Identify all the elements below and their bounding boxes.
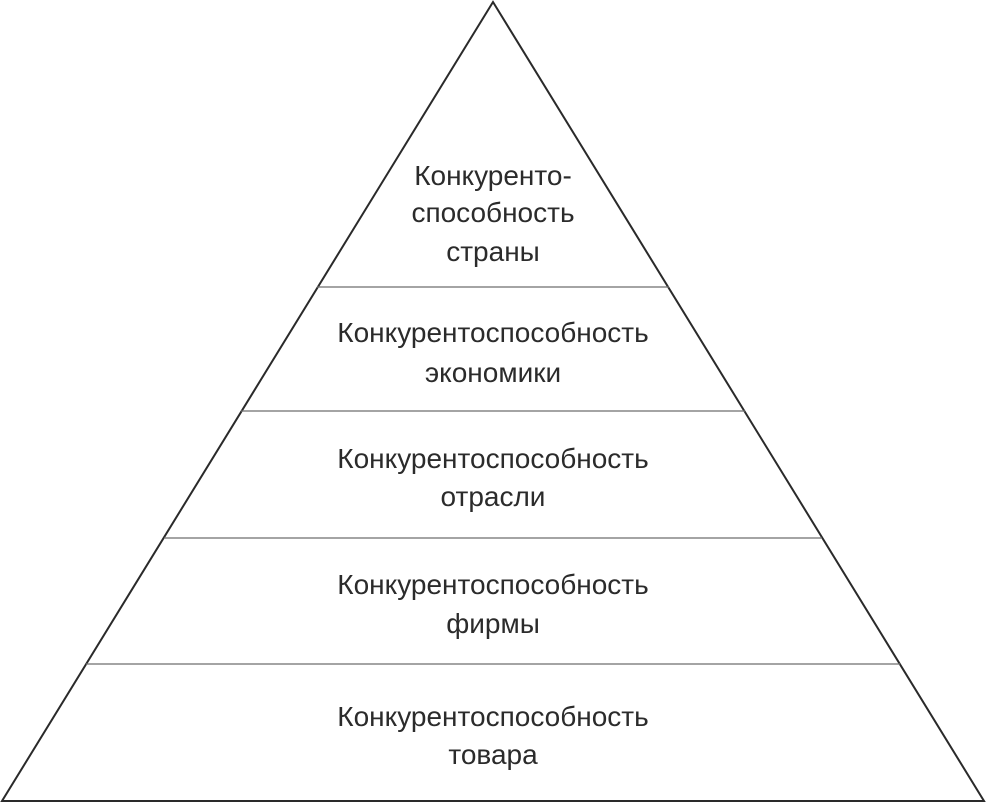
level-industry: Конкурентоспособность отрасли: [337, 443, 648, 512]
level-product-line-2: товара: [448, 739, 538, 770]
level-country-line-1: Конкуренто-: [414, 160, 572, 191]
level-firm: Конкурентоспособность фирмы: [337, 569, 648, 639]
level-industry-line-1: Конкурентоспособность: [337, 443, 648, 474]
level-economy: Конкурентоспособность экономики: [337, 317, 648, 388]
level-product-line-1: Конкурентоспособность: [337, 701, 648, 732]
level-country-line-2: способность: [411, 197, 574, 228]
level-country-line-3: страны: [446, 236, 540, 267]
level-economy-line-2: экономики: [425, 357, 561, 388]
level-country: Конкуренто- способность страны: [411, 160, 574, 267]
level-economy-line-1: Конкурентоспособность: [337, 317, 648, 348]
level-industry-line-2: отрасли: [441, 481, 546, 512]
level-product: Конкурентоспособность товара: [337, 701, 648, 770]
level-firm-line-1: Конкурентоспособность: [337, 569, 648, 600]
level-firm-line-2: фирмы: [446, 608, 540, 639]
